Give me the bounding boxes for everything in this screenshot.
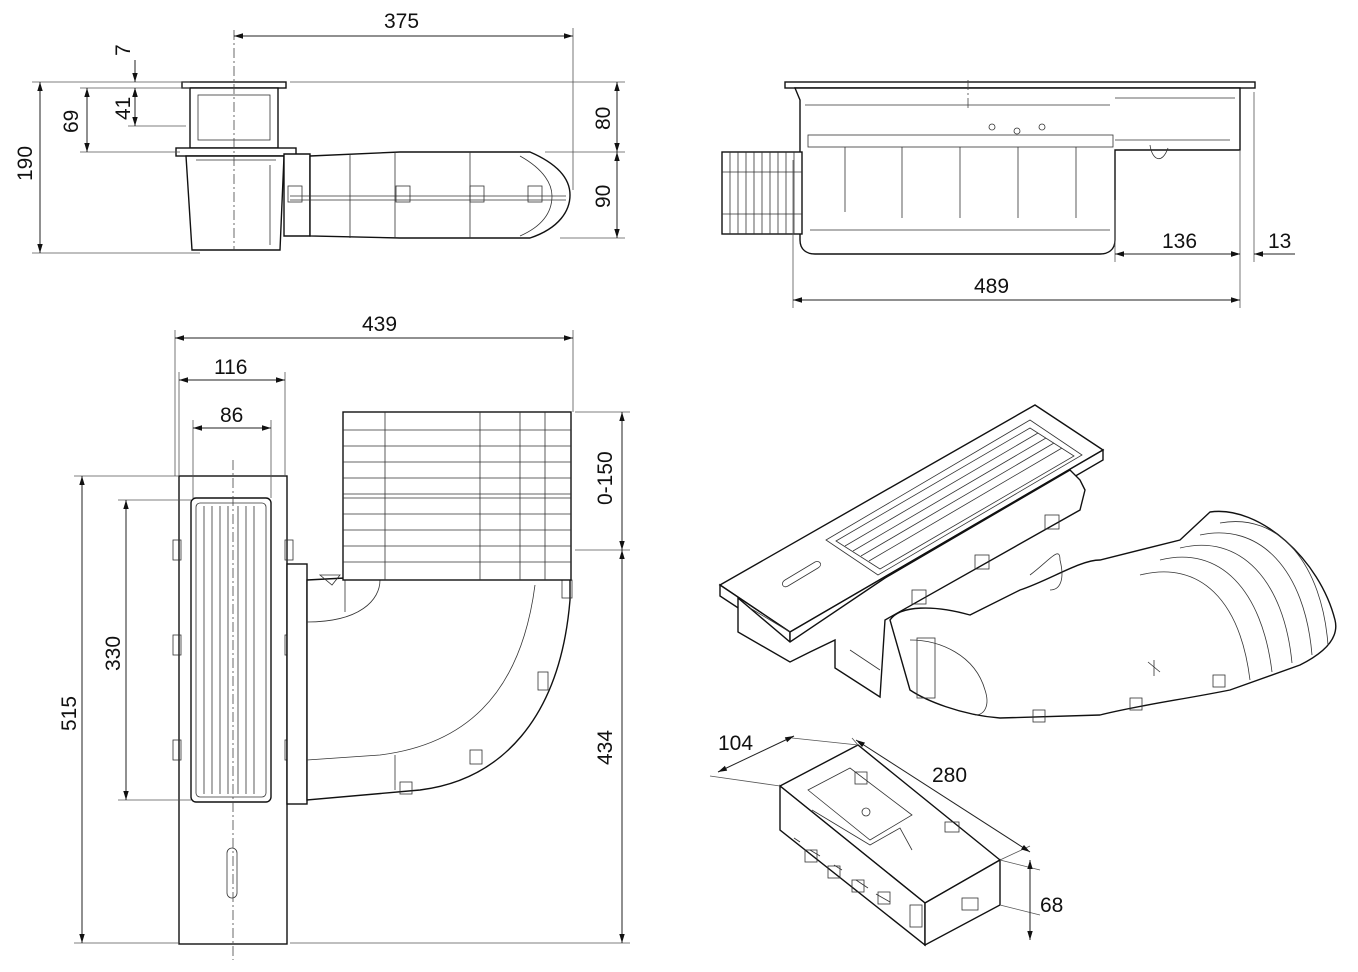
front-view-dimension-lines [792,92,1295,308]
dim-330: 330 [102,636,125,671]
dim-434: 434 [594,730,617,765]
side-view: 375 7 41 69 190 80 90 [14,10,625,254]
front-view: 136 13 489 [721,80,1295,308]
top-view-dimension-lines [74,330,630,944]
dim-104: 104 [718,732,753,755]
dim-69: 69 [60,110,83,133]
isometric-outlet-elbow [889,510,1337,723]
dim-375: 375 [384,10,419,33]
isometric-view [718,404,1337,723]
isometric-drain-body [737,469,1086,699]
dim-280: 280 [932,764,967,787]
dim-86: 86 [220,404,243,427]
side-view-outlet-pipe [283,151,571,239]
dim-136: 136 [1162,230,1197,253]
dim-80: 80 [592,107,615,130]
front-view-drain-body [784,81,1256,255]
front-view-grate-section [721,151,803,235]
dim-439: 439 [362,313,397,336]
top-view-extension-grate [342,411,572,581]
dim-0-150: 0-150 [594,451,617,505]
top-view-outlet-elbow [286,563,573,805]
dim-190: 190 [14,146,37,181]
dim-90: 90 [592,185,615,208]
side-view-drain-body [175,81,297,251]
dim-68: 68 [1040,894,1063,917]
top-view: 439 116 86 0-150 330 515 434 [58,313,630,960]
dim-515: 515 [58,696,81,731]
dim-41: 41 [112,97,135,120]
module-dimension-lines [709,735,1041,940]
dim-489: 489 [974,275,1009,298]
dim-116: 116 [214,356,247,379]
side-view-dimension-lines [32,28,625,254]
module-view: 104 280 68 [709,732,1063,947]
dim-7: 7 [112,44,135,56]
dim-13: 13 [1268,230,1291,253]
